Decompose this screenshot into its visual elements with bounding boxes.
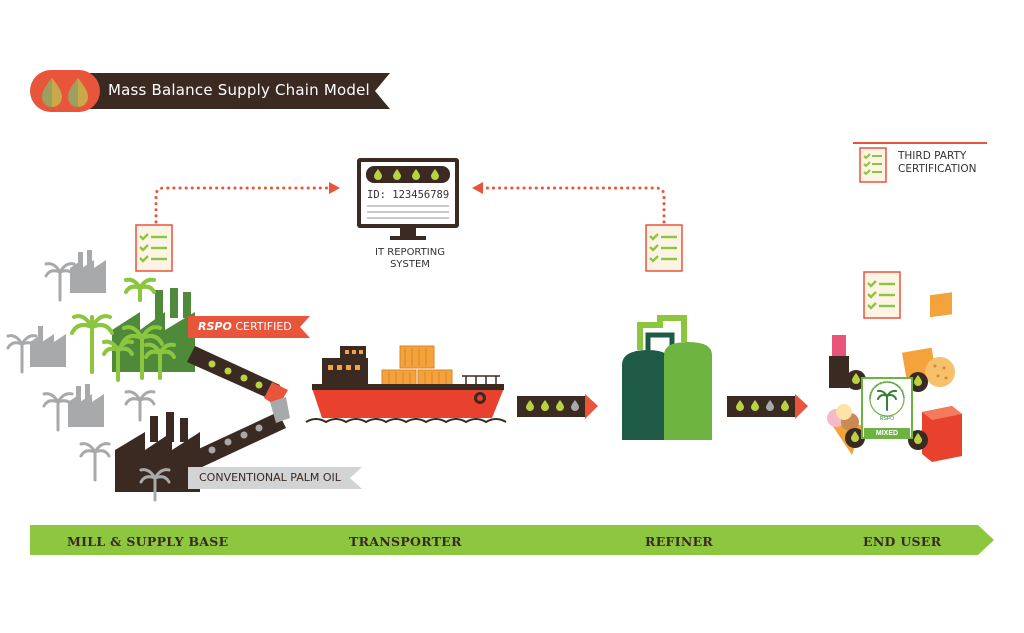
biscuit-icon [901,347,955,387]
conventional-mill-factory [115,412,200,492]
stage-label-refiner: REFINER [645,534,714,549]
certificate-checklist-icon [645,224,683,272]
gray-palm-trees [139,468,171,502]
flow-arrow-to-end-user [727,394,808,419]
seal-mixed-text: MIXED [876,430,898,437]
gray-factories [30,250,106,427]
gray-palm-trees [6,262,156,482]
rspo-word: RSPO [198,320,232,333]
seal-center-text: RSPO [880,416,894,422]
computer-monitor-icon: ID: 123456789 [357,158,459,240]
title-banner: Mass Balance Supply Chain Model [30,70,390,112]
oil-drop-icon [68,78,88,107]
certificate-checklist-icon [859,147,887,183]
rspo-certified-label: RSPO CERTIFIED [198,320,292,333]
certified-word: CERTIFIED [235,320,292,333]
page-title: Mass Balance Supply Chain Model [108,81,370,99]
lipstick-icon [829,335,849,388]
stage-label-transporter: TRANSPORTER [349,534,462,549]
legend-label-line2: CERTIFICATION [898,163,977,175]
it-label-line2: SYSTEM [390,259,430,270]
title-banner-shape [30,70,390,112]
conventional-palm-oil-tag [188,467,362,489]
end-user-products [827,292,962,462]
product-box-icon [922,292,962,462]
legend-third-party: THIRD PARTY CERTIFICATION [853,142,987,192]
rspo-mixed-seal [861,377,913,439]
it-label-line1: IT REPORTING [375,247,445,258]
cargo-ship [305,345,507,424]
palm-tree-icon [877,389,897,411]
stage-label-end-user: END USER [863,534,942,549]
certificate-checklist-icon [863,271,901,319]
legend-divider [853,142,987,144]
certificate-checklist-icon [135,224,173,272]
conventional-conveyor [192,397,290,468]
conventional-palm-oil-label: CONVENTIONAL PALM OIL [199,471,341,484]
rspo-certified-tag [188,316,310,338]
certified-conveyor [187,346,288,407]
flow-arrow-to-refiner [517,394,598,419]
certified-mill-factory [112,288,195,372]
arrow-head [329,182,340,194]
green-palm-trees [70,277,176,382]
report-arrow-left [154,186,332,224]
monitor-id-text: ID: 123456789 [367,189,449,201]
refinery-tanks [622,315,712,440]
report-arrow-right [482,186,666,224]
stage-label-mill: MILL & SUPPLY BASE [67,534,229,549]
it-reporting-label: IT REPORTING SYSTEM [355,247,465,271]
arrow-head [472,182,483,194]
legend-label-line1: THIRD PARTY [898,150,967,162]
stage-bar-shape [30,525,994,555]
oil-drop-icon [42,78,62,107]
